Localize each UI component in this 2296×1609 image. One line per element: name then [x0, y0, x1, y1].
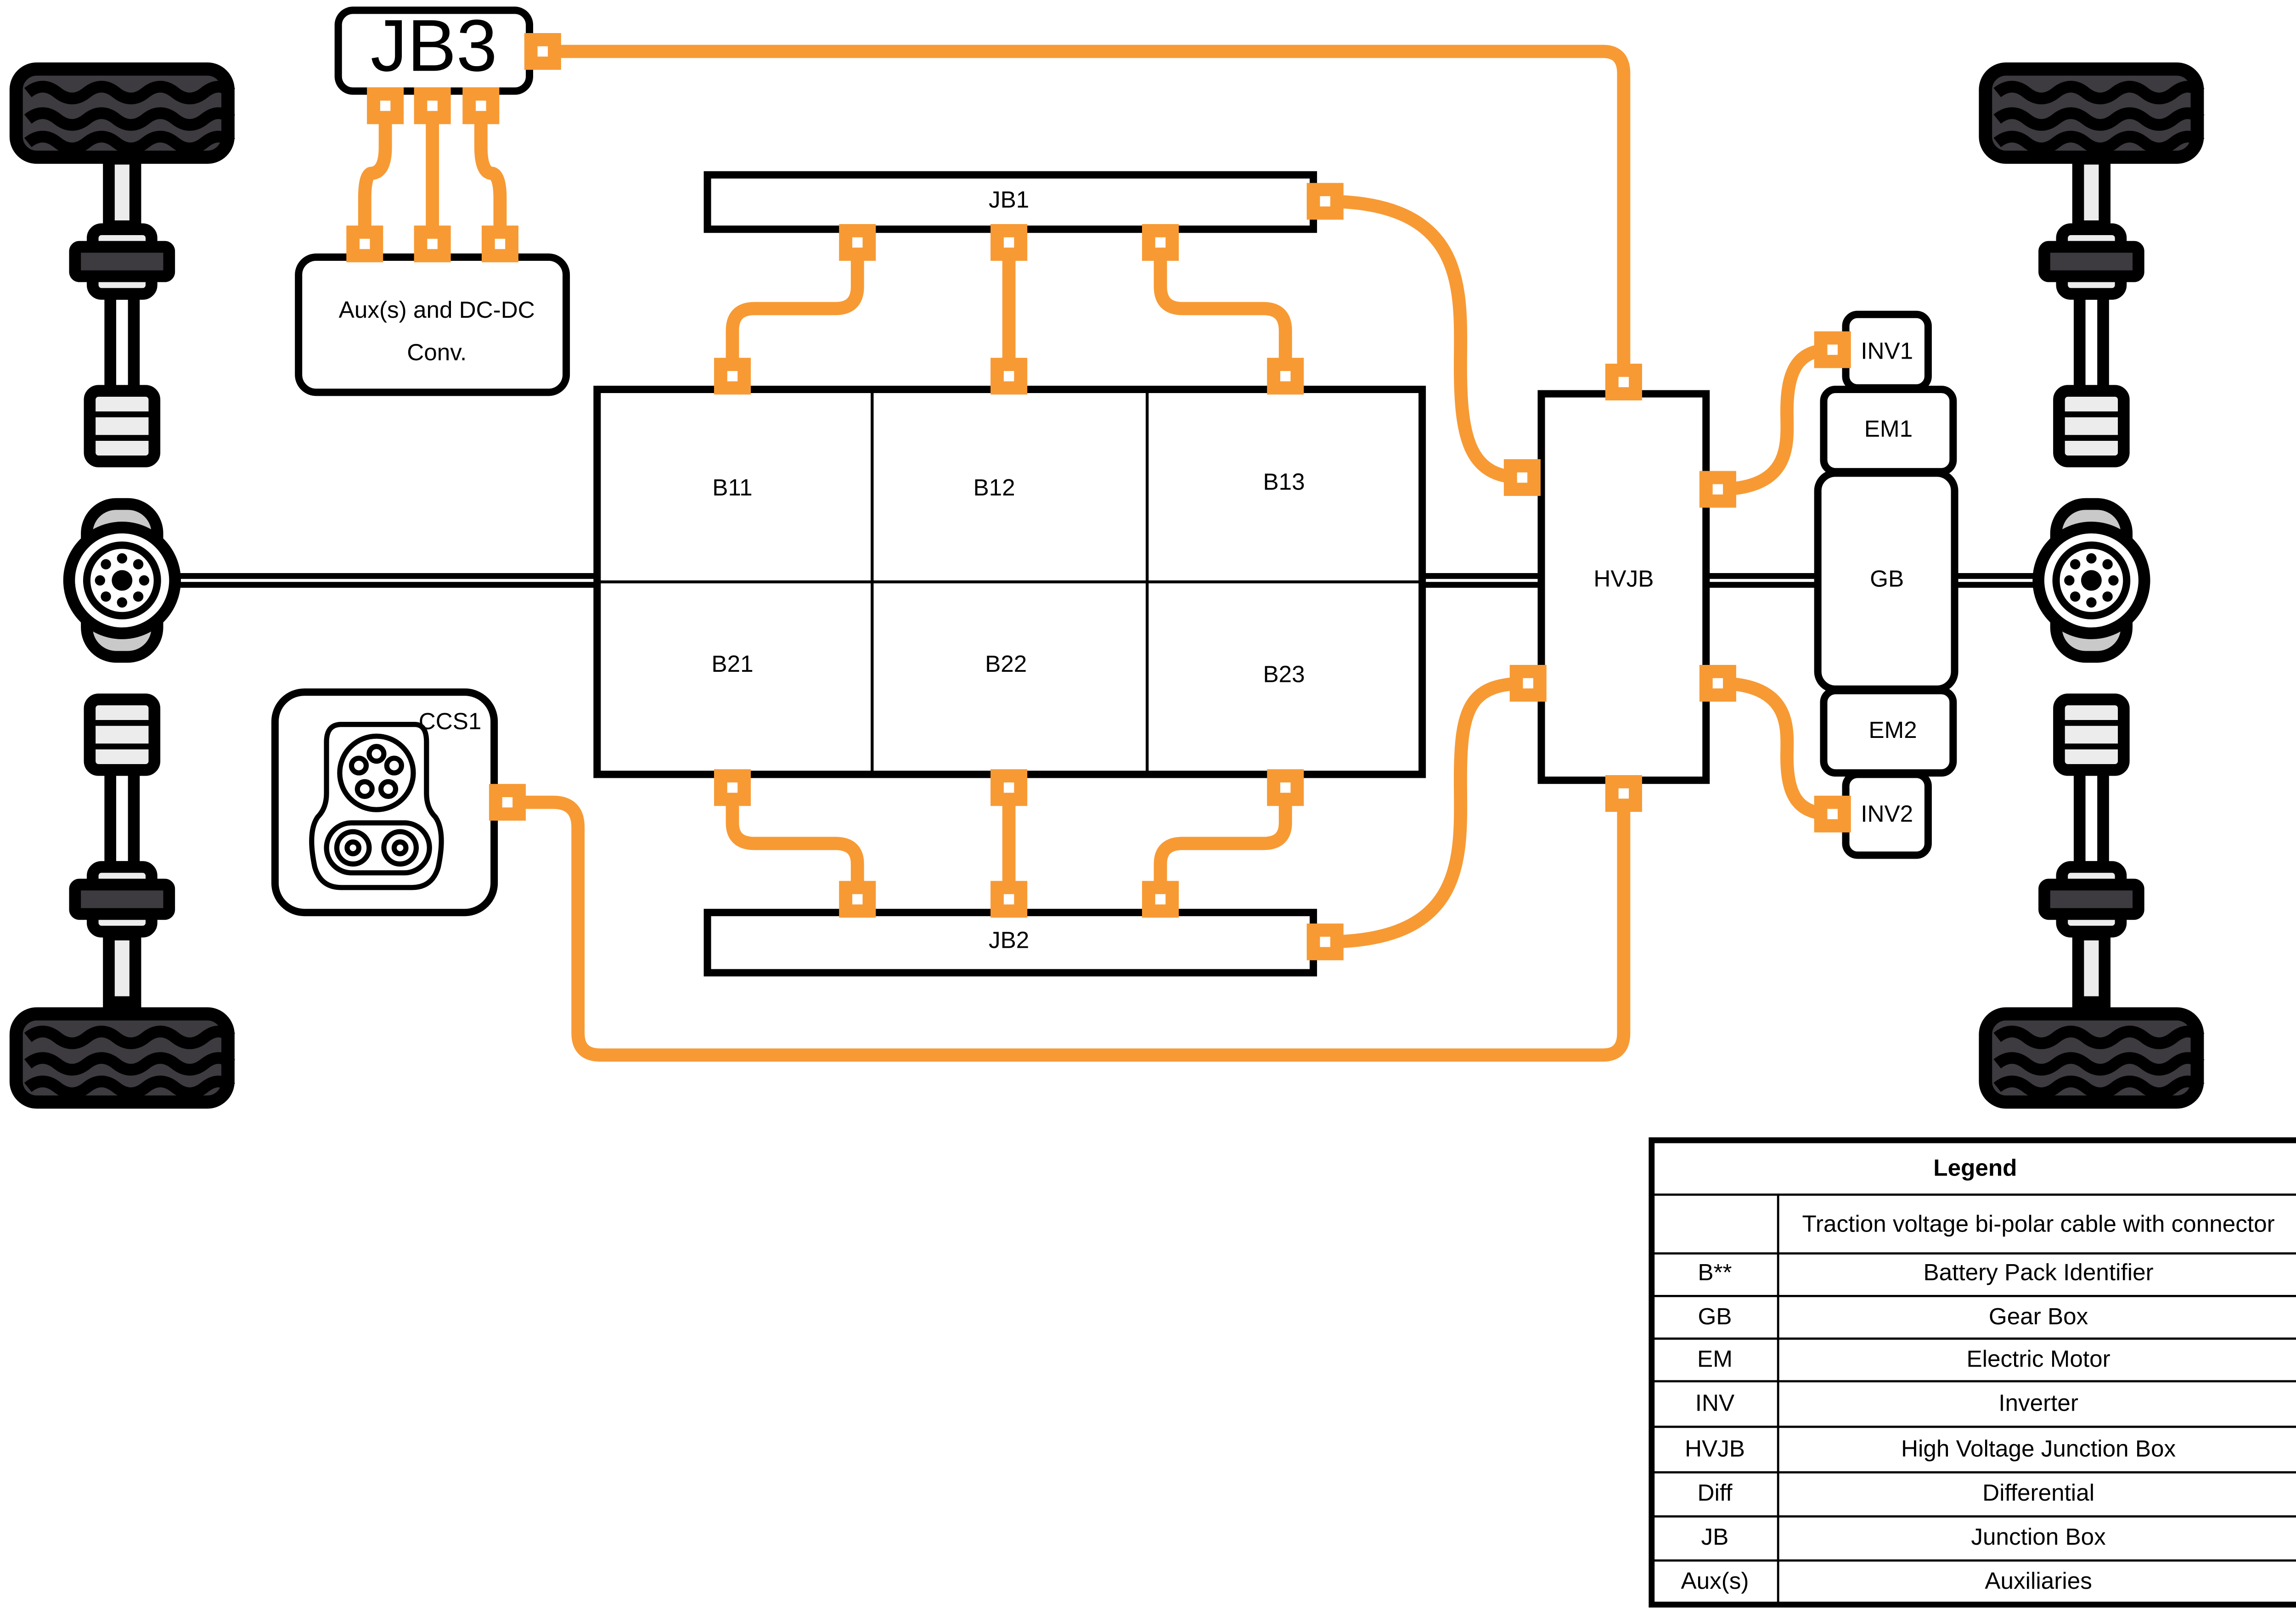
- gb-box: GB: [1814, 469, 1958, 693]
- hvjb-box: HVJB: [1537, 390, 1710, 784]
- wheel-axle-icon: [16, 69, 231, 1102]
- jb3-label: JB3: [371, 4, 497, 86]
- connectors: [346, 33, 1851, 961]
- legend-meaning: High Voltage Junction Box: [1901, 1435, 2176, 1462]
- gb-label: GB: [1870, 566, 1904, 592]
- jb1-box: JB1: [703, 171, 1317, 233]
- legend-meaning: Gear Box: [1989, 1303, 2088, 1329]
- em2-label: EM2: [1868, 717, 1917, 743]
- inv2-label: INV2: [1861, 801, 1913, 827]
- battery-b11: B11: [712, 474, 752, 501]
- legend-abbr: Aux(s): [1681, 1568, 1749, 1594]
- em1-label: EM1: [1864, 416, 1913, 442]
- battery-b22: B22: [985, 651, 1027, 677]
- em1-box: EM1: [1820, 386, 1957, 476]
- legend-abbr: HVJB: [1685, 1435, 1745, 1462]
- legend-table: Legend Traction voltage bi-polar cable w…: [1649, 1137, 2296, 1608]
- legend-meaning: Electric Motor: [1966, 1346, 2110, 1372]
- ccs1-box: CCS1: [271, 688, 498, 917]
- battery-b12: B12: [974, 474, 1015, 501]
- legend-abbr: Diff: [1698, 1480, 1733, 1506]
- legend-meaning: Junction Box: [1971, 1524, 2106, 1550]
- legend-meaning-cable: Traction voltage bi-polar cable with con…: [1802, 1210, 2275, 1237]
- legend-abbr: GB: [1698, 1303, 1732, 1329]
- inv1-label: INV1: [1861, 338, 1913, 364]
- jb2-label: JB2: [989, 927, 1029, 953]
- legend-meaning: Battery Pack Identifier: [1923, 1259, 2153, 1285]
- jb2-box: JB2: [703, 909, 1317, 977]
- battery-b23: B23: [1263, 661, 1305, 687]
- battery-b21: B21: [711, 651, 753, 677]
- legend-meaning: Differential: [1982, 1480, 2094, 1506]
- battery-b13: B13: [1263, 468, 1305, 495]
- legend-abbr: EM: [1697, 1346, 1733, 1372]
- legend-title: Legend: [1933, 1155, 2017, 1181]
- legend-abbr: B**: [1698, 1259, 1732, 1285]
- jb3-box: JB3: [334, 4, 534, 95]
- em2-box: EM2: [1820, 687, 1957, 777]
- legend-abbr: INV: [1695, 1390, 1734, 1416]
- drive-shafts: [173, 573, 2044, 588]
- ccs-charger-socket-icon: [309, 722, 444, 890]
- battery-pack-grid: B11 B12 B13 B21 B22 B23: [593, 386, 1426, 778]
- aux-label-line2: Conv.: [407, 339, 467, 366]
- ccs1-label: CCS1: [419, 708, 482, 734]
- wheel-axle-icon: [1986, 69, 2200, 1102]
- legend-abbr: JB: [1701, 1524, 1729, 1550]
- aux-label-line1: Aux(s) and DC-DC: [339, 297, 535, 323]
- hvjb-label: HVJB: [1593, 566, 1654, 592]
- legend-meaning: Auxiliaries: [1985, 1568, 2092, 1594]
- legend-meaning: Inverter: [1998, 1390, 2078, 1416]
- inv1-box: INV1: [1842, 310, 1932, 392]
- jb1-label: JB1: [989, 186, 1029, 213]
- aux-dcdc-box: Aux(s) and DC-DC Conv.: [295, 253, 570, 396]
- inv2-box: INV2: [1842, 771, 1932, 859]
- hv-cables: [358, 45, 1840, 1062]
